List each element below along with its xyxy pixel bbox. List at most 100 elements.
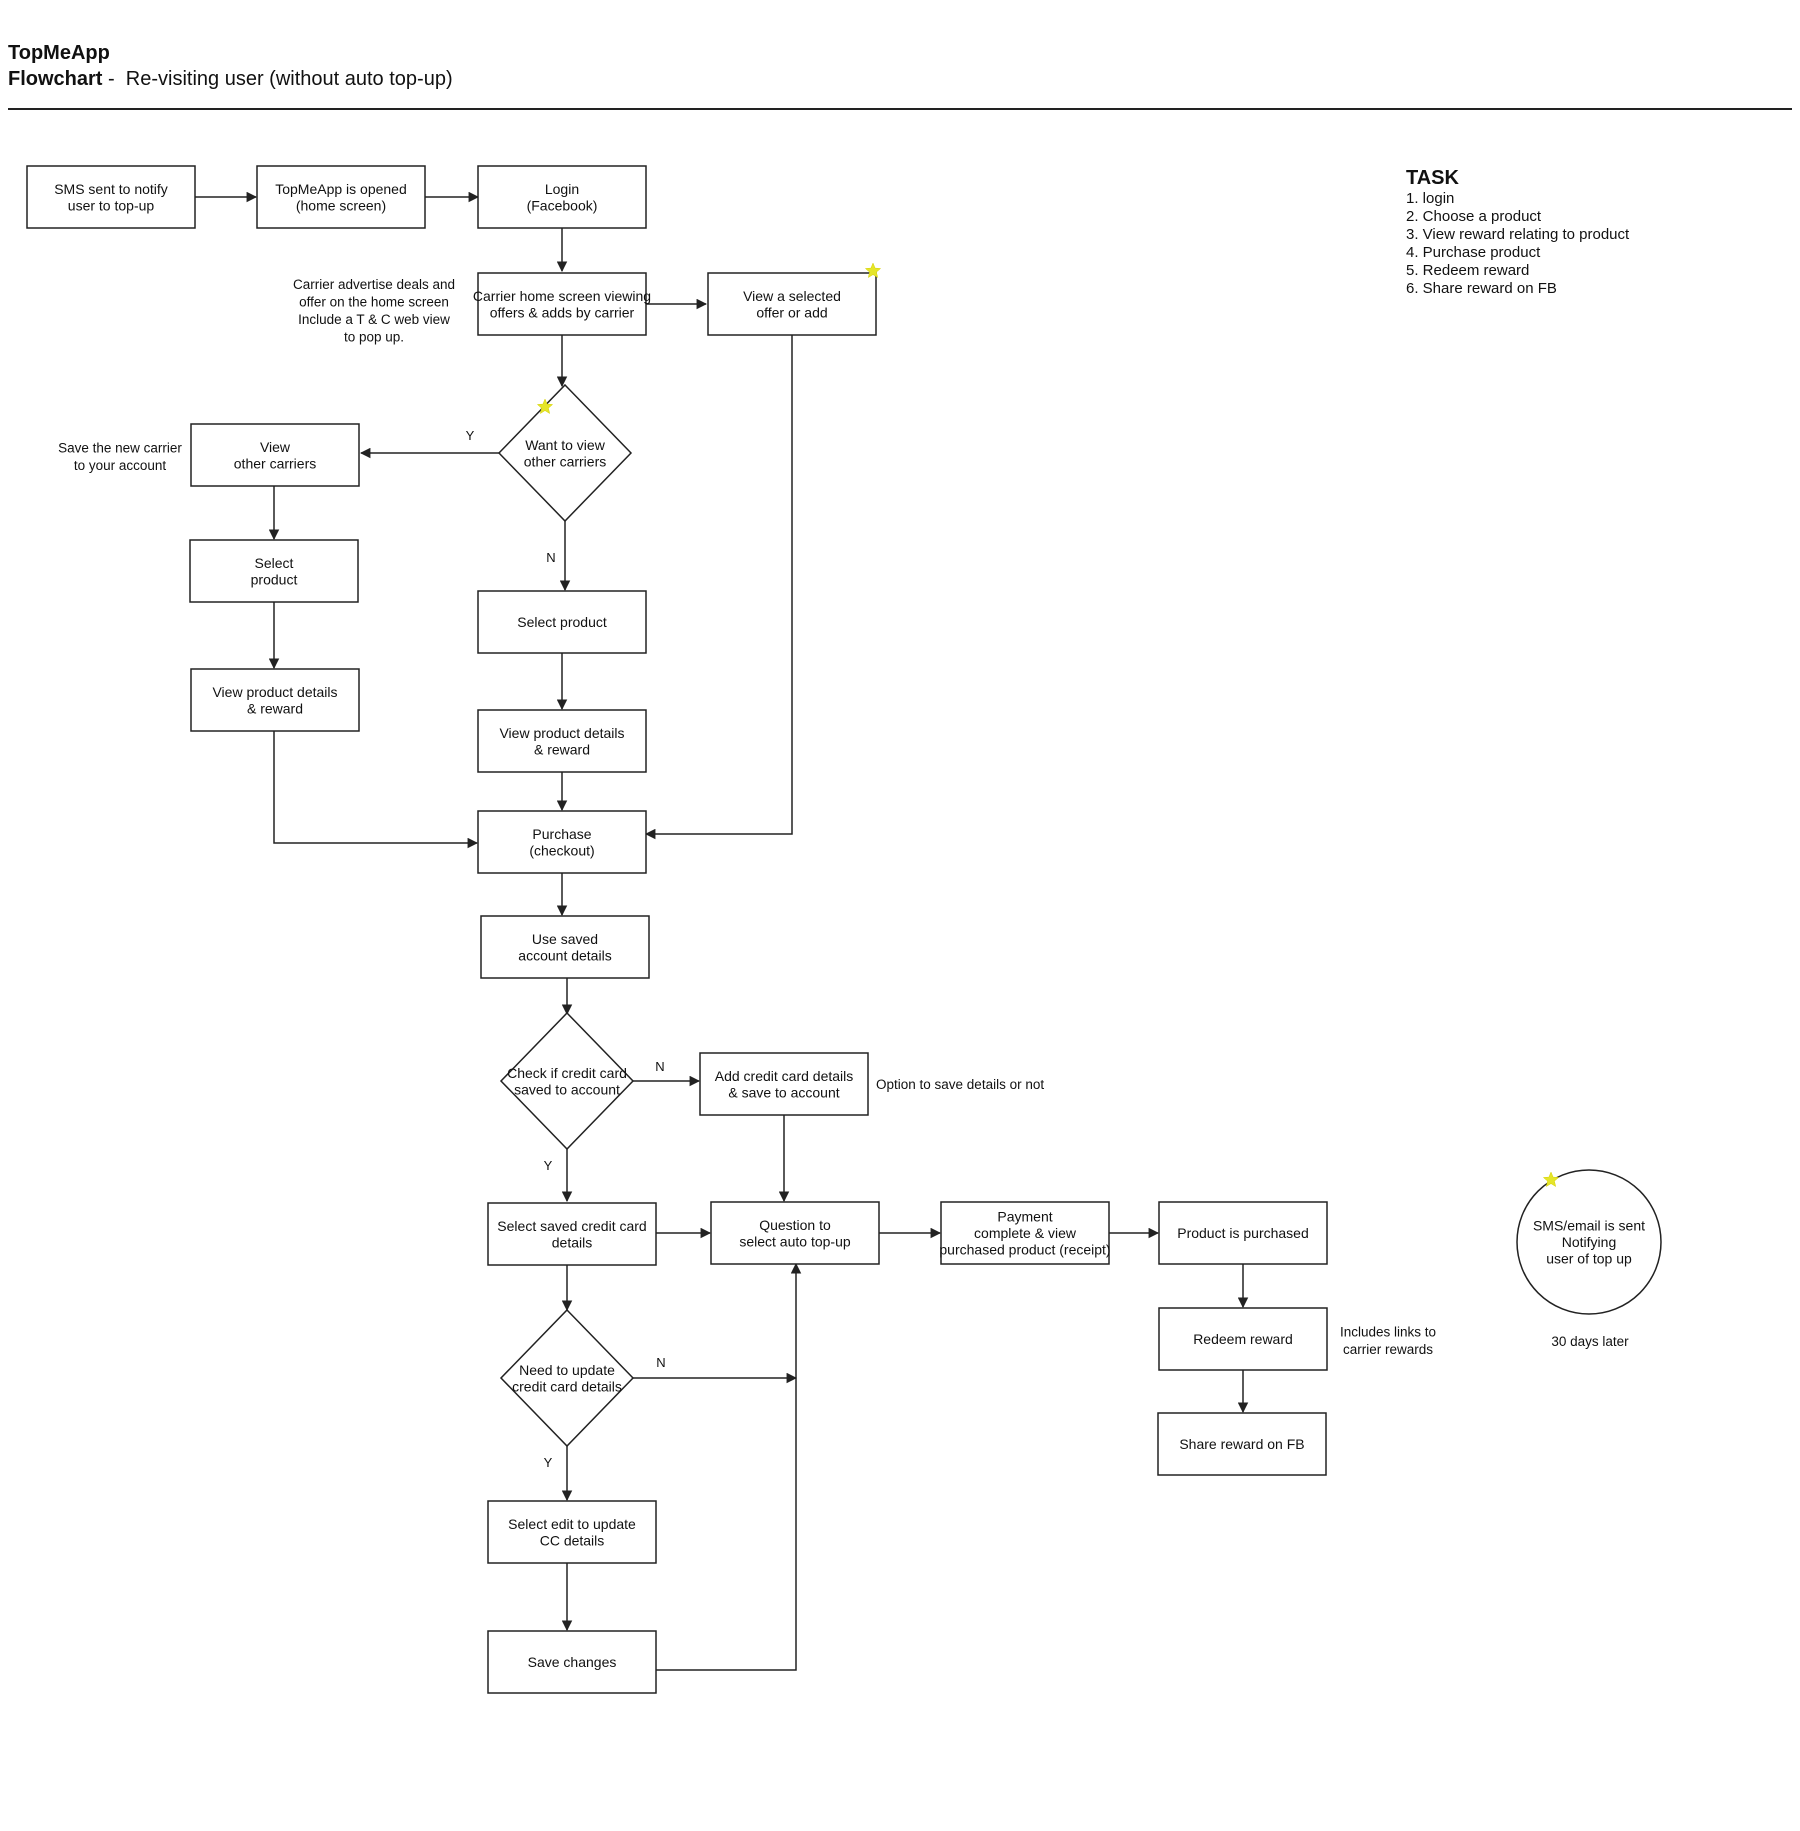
process-box xyxy=(480,915,650,979)
node-label: Use saved xyxy=(532,931,598,947)
node-add-cc: Add credit card details& save to account xyxy=(699,1052,869,1116)
node-label: & reward xyxy=(247,700,303,716)
title-block: TopMeApp Flowchart - Re-visiting user (w… xyxy=(8,40,453,92)
task-item: 5. Redeem reward xyxy=(1406,262,1529,279)
process-box xyxy=(710,1201,880,1265)
edge-label-no: N xyxy=(546,550,555,565)
node-label: select auto top-up xyxy=(739,1233,851,1249)
end-circle xyxy=(1516,1169,1662,1315)
app-title: TopMeApp xyxy=(8,42,110,64)
node-label: product xyxy=(251,571,298,587)
node-label: account details xyxy=(518,947,611,963)
process-box xyxy=(477,810,647,874)
node-label: Share reward on FB xyxy=(1179,1436,1304,1452)
node-label: other carriers xyxy=(524,453,606,469)
task-item: 2. Choose a product xyxy=(1406,208,1542,225)
node-label: & reward xyxy=(534,741,590,757)
edge-label-yes: Y xyxy=(544,1455,553,1470)
node-label: Payment xyxy=(997,1209,1052,1225)
note-carrier-advertise: offer on the home screen xyxy=(299,294,449,309)
task-item: 3. View reward relating to product xyxy=(1406,226,1630,243)
process-box xyxy=(1158,1201,1328,1265)
node-label: complete & view xyxy=(974,1225,1077,1241)
process-box xyxy=(190,668,360,732)
node-product-purchased: Product is purchased xyxy=(1158,1201,1328,1265)
note-thirty-days: 30 days later xyxy=(1551,1334,1629,1349)
task-title: TASK xyxy=(1406,167,1460,189)
node-label: Add credit card details xyxy=(715,1068,854,1084)
flow-title: Flowchart - Re-visiting user (without au… xyxy=(8,66,453,92)
process-box xyxy=(487,1630,657,1694)
note-option-save: Option to save details or not xyxy=(876,1077,1044,1092)
node-label: user of top up xyxy=(1546,1251,1632,1267)
node-label: Carrier home screen viewing xyxy=(473,288,651,304)
process-box xyxy=(1157,1412,1327,1476)
node-save-changes: Save changes xyxy=(487,1630,657,1694)
process-box xyxy=(190,423,360,487)
node-label: user to top-up xyxy=(68,197,155,213)
connector-arrow xyxy=(644,335,793,840)
node-view-details-mid: View product details& reward xyxy=(477,709,647,773)
note-carrier-advertise: Include a T & C web view xyxy=(298,312,450,327)
node-label: Product is purchased xyxy=(1177,1225,1309,1241)
stars xyxy=(536,262,1560,1188)
node-label: SMS/email is sent xyxy=(1533,1218,1645,1234)
star-icon xyxy=(536,398,554,415)
note-includes-links: carrier rewards xyxy=(1343,1342,1433,1357)
node-label: Notifying xyxy=(1562,1234,1616,1250)
node-label: Select xyxy=(255,555,294,571)
edge-label-no: N xyxy=(655,1059,664,1074)
task-list: TASK 1. login 2. Choose a product 3. Vie… xyxy=(1406,167,1630,297)
node-label: other carriers xyxy=(234,455,316,471)
process-box xyxy=(487,1500,657,1564)
node-label: Redeem reward xyxy=(1193,1331,1293,1347)
node-label: credit card details xyxy=(512,1378,622,1394)
node-label: Want to view xyxy=(525,437,606,453)
node-label: Select product xyxy=(517,614,607,630)
star-icon xyxy=(864,262,882,279)
process-box xyxy=(487,1202,657,1266)
decision-diamond xyxy=(499,1308,635,1448)
node-label: Purchase xyxy=(532,826,591,842)
task-item: 4. Purchase product xyxy=(1406,244,1541,261)
decision-diamond xyxy=(499,1011,635,1151)
node-purchase: Purchase(checkout) xyxy=(477,810,647,874)
node-label: (Facebook) xyxy=(527,197,598,213)
node-label: View a selected xyxy=(743,288,841,304)
connector-arrow xyxy=(273,731,479,849)
node-label: Check if credit card xyxy=(507,1065,627,1081)
flow-title-separator: - xyxy=(102,68,121,90)
node-redeem-reward: Redeem reward xyxy=(1158,1307,1328,1371)
process-box xyxy=(707,272,877,336)
flow-title-subtitle: Re-visiting user (without auto top-up) xyxy=(120,68,453,90)
node-label: offer or add xyxy=(756,304,827,320)
node-label: Save changes xyxy=(528,1654,617,1670)
node-label: (checkout) xyxy=(529,842,594,858)
node-login: Login(Facebook) xyxy=(477,165,647,229)
node-label: & save to account xyxy=(728,1084,839,1100)
note-carrier-advertise: to pop up. xyxy=(344,329,404,344)
node-label: Login xyxy=(545,181,579,197)
note-includes-links: Includes links to xyxy=(1340,1324,1436,1339)
node-label: View product details xyxy=(499,725,624,741)
node-select-product-mid: Select product xyxy=(477,590,647,654)
process-box xyxy=(26,165,196,229)
node-label: purchased product (receipt) xyxy=(939,1242,1110,1258)
node-app-opened: TopMeApp is opened(home screen) xyxy=(256,165,426,229)
process-box xyxy=(256,165,426,229)
